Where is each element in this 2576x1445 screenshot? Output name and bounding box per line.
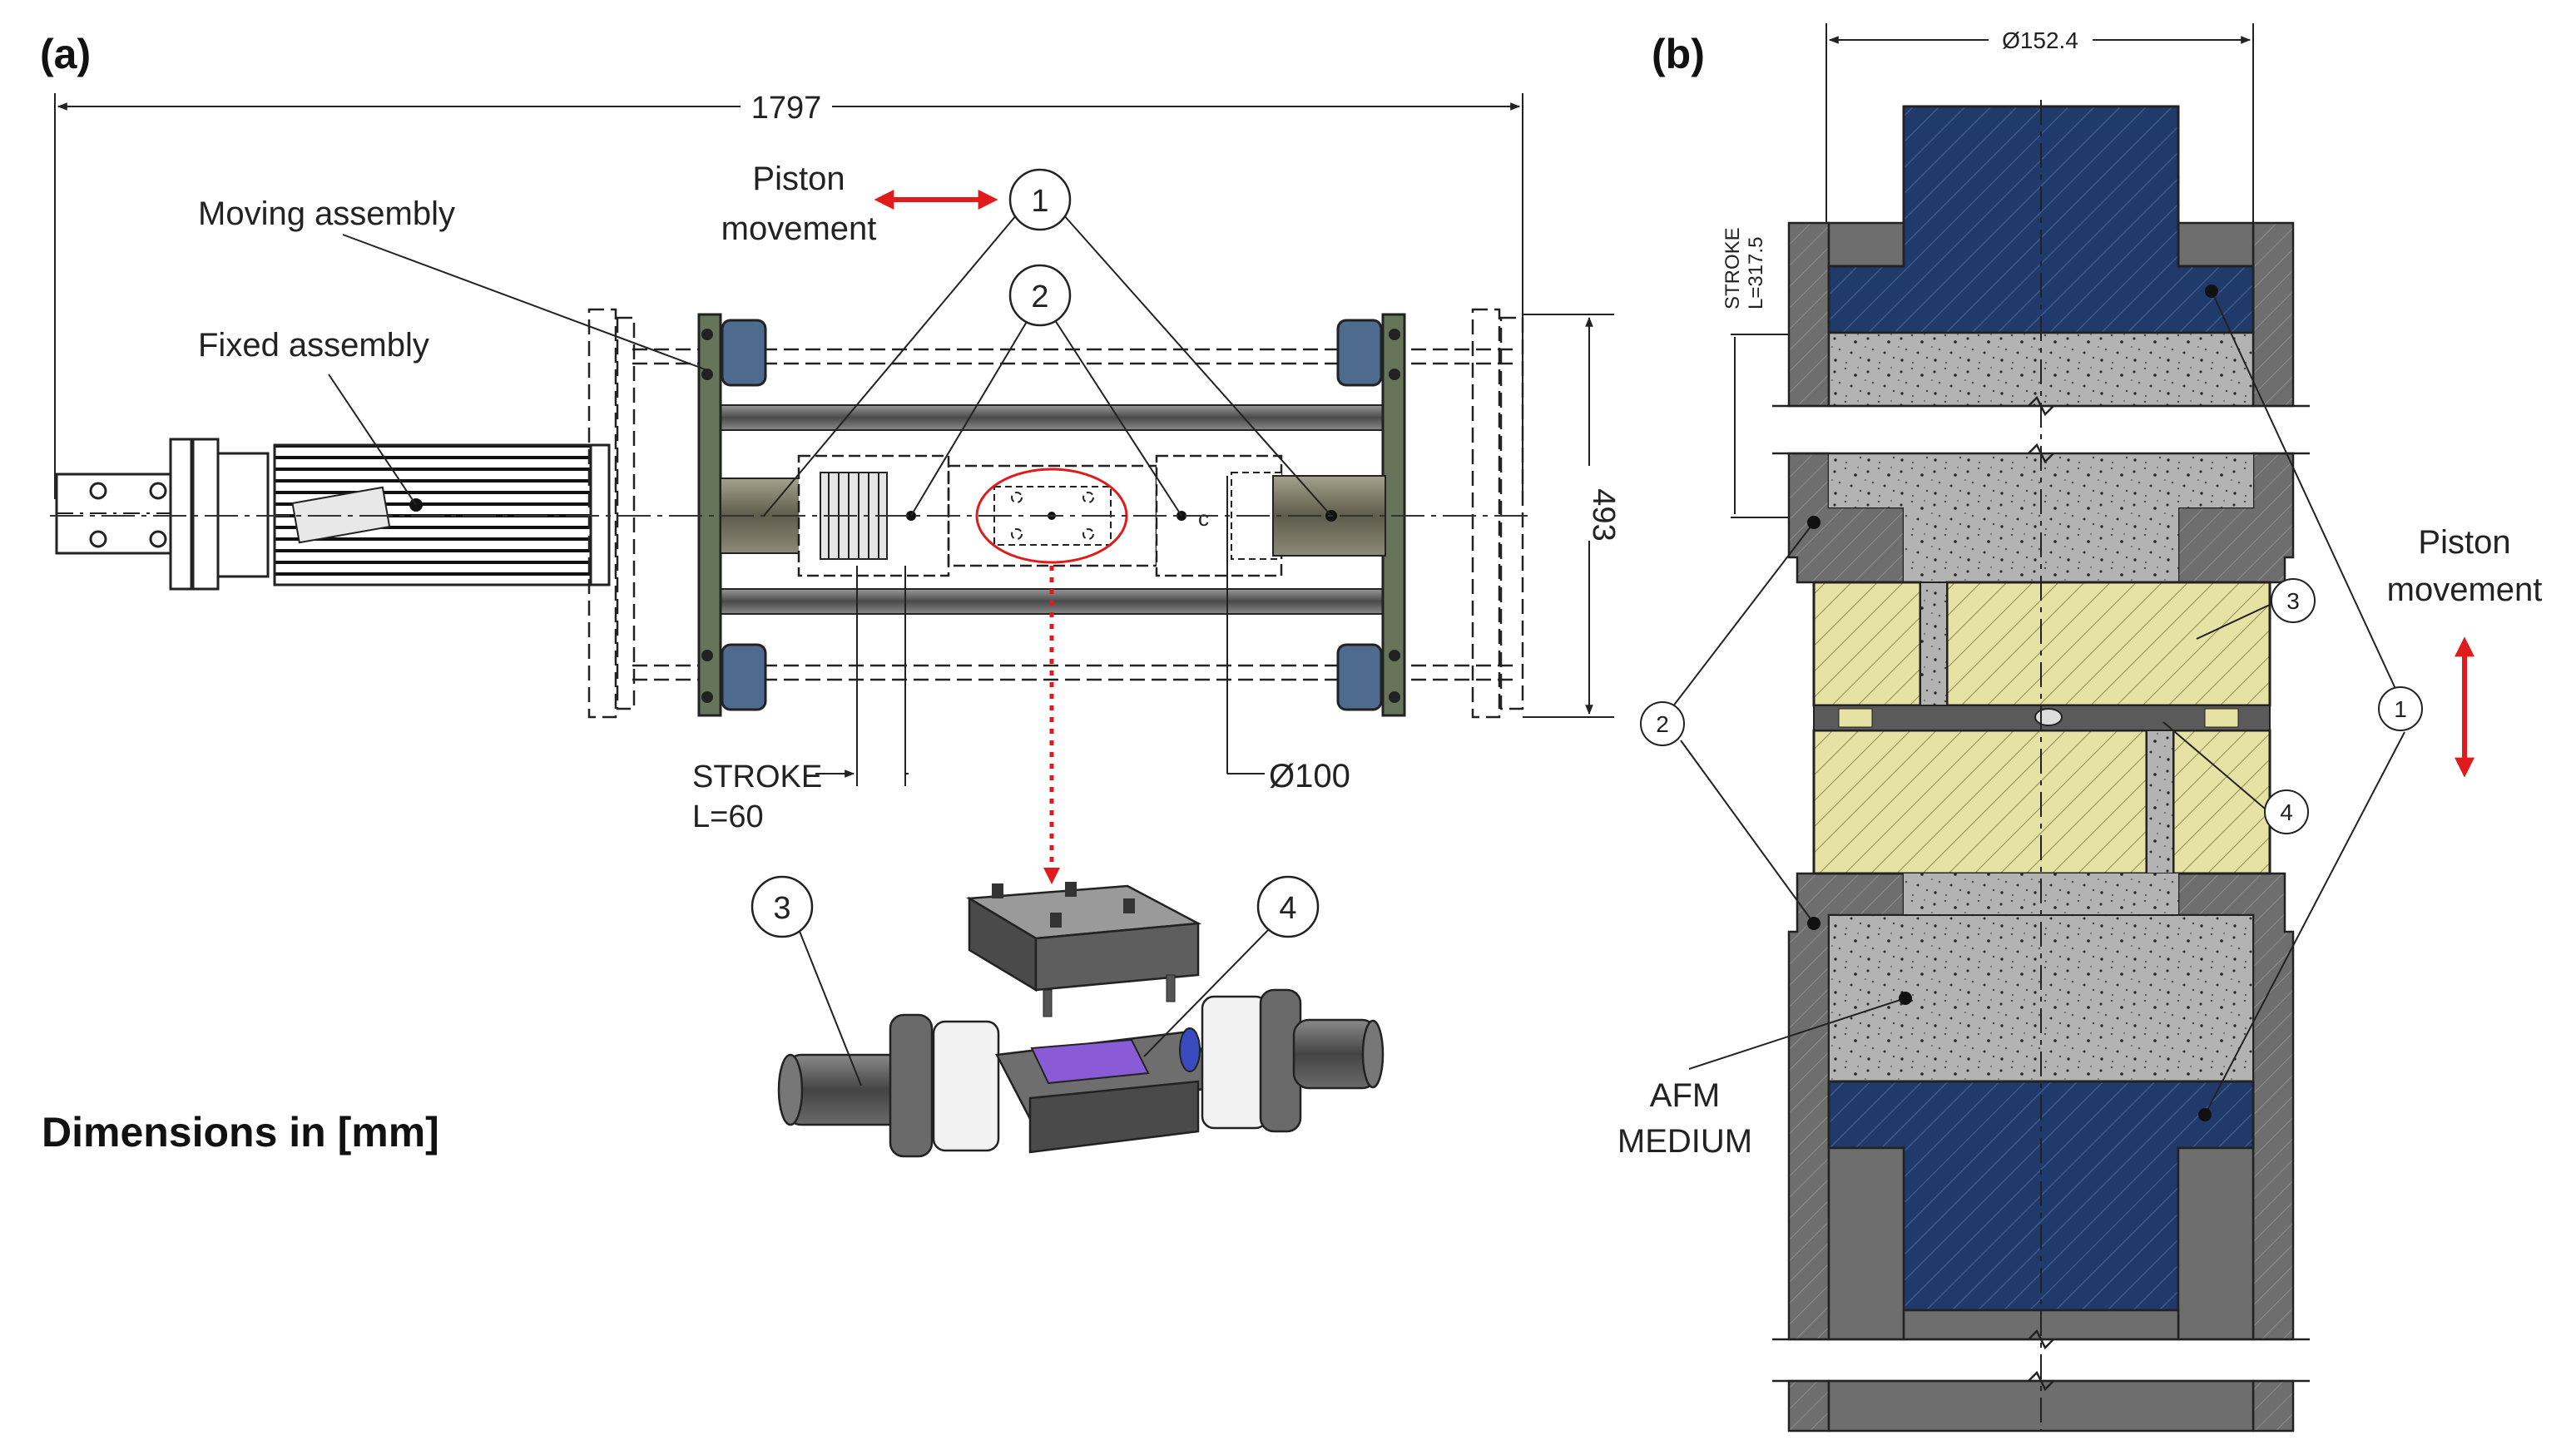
svg-text:1: 1 — [1031, 184, 1048, 219]
overall-length-dimension — [54, 93, 1523, 499]
stroke-label-a-line1: STROKE — [692, 760, 822, 794]
lower-fixture — [1812, 705, 2271, 875]
callout-3-a: 3 — [751, 875, 814, 938]
callout-1-a: 1 — [1008, 168, 1072, 231]
fixed-end-block — [55, 438, 270, 591]
callout-4-b: 4 — [2264, 789, 2309, 834]
svg-text:2: 2 — [1656, 711, 1669, 737]
diameter-dimension-a — [1226, 476, 1265, 774]
panel-a: (a) 1797 493 — [40, 31, 1621, 1158]
flange-top-right — [1336, 319, 1400, 387]
panel-b-label: (b) — [1652, 31, 1705, 77]
height-dimension — [1523, 314, 1614, 718]
svg-text:1: 1 — [2394, 696, 2407, 722]
svg-text:3: 3 — [773, 891, 790, 926]
afm-medium-label-line2: MEDIUM — [1617, 1123, 1752, 1160]
flange-bottom-right — [1336, 643, 1400, 711]
callout-2-b: 2 — [1640, 701, 1685, 746]
svg-text:2: 2 — [1031, 280, 1048, 314]
upper-fixture — [1812, 581, 2271, 707]
panel-b: (b) Ø152.4 STROKE L=317.5 — [1617, 23, 2543, 1433]
flange-top-left — [701, 319, 767, 387]
piston-movement-label-a-line2: movement — [721, 210, 877, 247]
callout-leaders-a — [328, 214, 1332, 517]
svg-text:c: c — [1198, 506, 1209, 531]
svg-text:4: 4 — [1279, 891, 1296, 926]
moving-assembly-label: Moving assembly — [198, 195, 455, 232]
piston-movement-label-b-line2: movement — [2387, 572, 2543, 608]
callout-3-b: 3 — [2271, 578, 2316, 623]
callout-1-b: 1 — [2378, 686, 2423, 731]
afm-medium-label-line1: AFM — [1650, 1077, 1720, 1114]
svg-text:3: 3 — [2286, 588, 2300, 614]
diameter-label-b: Ø152.4 — [2002, 27, 2078, 53]
exploded-fixture-assembly — [777, 882, 1385, 1158]
fixed-assembly-label: Fixed assembly — [198, 327, 429, 364]
piston-movement-label-b-line1: Piston — [2418, 524, 2510, 561]
flange-bottom-left — [701, 643, 767, 711]
dimensions-note: Dimensions in [mm] — [42, 1109, 439, 1156]
callout-leaders-b — [1672, 290, 2405, 1116]
diameter-dimension-b — [1825, 23, 2254, 225]
callout-leaders-exploded — [796, 924, 1274, 1086]
callout-2-a: 2 — [1008, 264, 1072, 327]
lower-break-lines — [1772, 1329, 2310, 1392]
stroke-label-a-line2: L=60 — [692, 799, 764, 834]
stroke-label-b-line2: L=317.5 — [1745, 237, 1767, 309]
diameter-label-a: Ø100 — [1269, 758, 1350, 794]
cylinder-housing — [1787, 221, 2295, 1433]
callout-4-a: 4 — [1256, 875, 1320, 938]
upper-guide-rod — [715, 404, 1390, 431]
panel-a-label: (a) — [40, 31, 91, 77]
left-bellows — [797, 454, 950, 577]
svg-text:4: 4 — [2280, 799, 2293, 825]
overall-length-value: 1797 — [751, 91, 822, 126]
stroke-label-b-line1: STROKE — [1721, 227, 1744, 309]
height-value: 493 — [1586, 488, 1621, 541]
lower-housing-bottom — [1827, 1146, 1905, 1341]
piston-movement-label-a-line1: Piston — [752, 161, 845, 197]
stroke-dimension-a — [815, 566, 909, 786]
